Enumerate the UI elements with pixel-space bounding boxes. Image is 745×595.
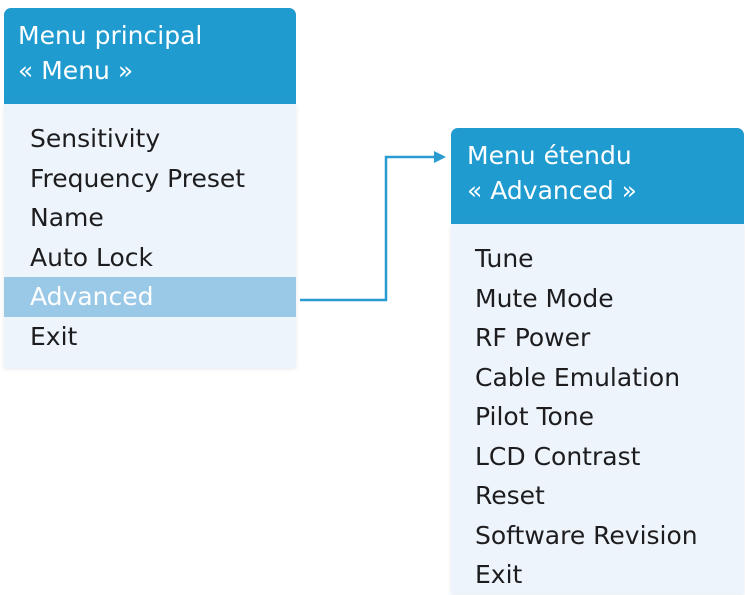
- menu-item-lcd-contrast[interactable]: LCD Contrast: [475, 441, 641, 471]
- menu-item-frequency-preset[interactable]: Frequency Preset: [30, 163, 246, 193]
- connector-line: [300, 155, 436, 302]
- menu-item-mute-mode[interactable]: Mute Mode: [475, 283, 614, 313]
- menu-item-reset[interactable]: Reset: [475, 481, 545, 510]
- menu-item-auto-lock[interactable]: Auto Lock: [30, 242, 153, 272]
- advanced-menu-header: Menu étendu « Advanced »: [451, 128, 744, 224]
- menu-item-software-revision[interactable]: Software Revision: [475, 520, 698, 550]
- main-menu-panel: Menu principal « Menu » Sensitivity Freq…: [4, 8, 296, 368]
- main-menu-subtitle: « Menu »: [18, 56, 134, 85]
- menu-item-advanced[interactable]: Advanced: [4, 277, 296, 317]
- advanced-menu-panel: Menu étendu « Advanced » Tune Mute Mode …: [451, 128, 744, 594]
- advanced-menu-list: Tune Mute Mode RF Power Cable Emulation …: [451, 224, 744, 594]
- main-menu-list: Sensitivity Frequency Preset Name Auto L…: [4, 104, 296, 368]
- advanced-menu-title: Menu étendu: [467, 141, 632, 170]
- menu-item-cable-emulation[interactable]: Cable Emulation: [475, 362, 681, 392]
- menu-item-rf-power[interactable]: RF Power: [475, 323, 591, 352]
- menu-item-sensitivity[interactable]: Sensitivity: [30, 124, 161, 153]
- menu-item-pilot-tone[interactable]: Pilot Tone: [475, 402, 595, 431]
- advanced-menu-subtitle: « Advanced »: [467, 176, 637, 205]
- menu-item-advanced-exit[interactable]: Exit: [475, 560, 523, 589]
- menu-item-name[interactable]: Name: [30, 203, 104, 232]
- main-menu-header: Menu principal « Menu »: [4, 8, 296, 104]
- arrowhead-icon: [434, 151, 446, 163]
- menu-item-exit[interactable]: Exit: [30, 321, 78, 351]
- menu-item-tune[interactable]: Tune: [475, 244, 534, 273]
- main-menu-title: Menu principal: [18, 21, 203, 50]
